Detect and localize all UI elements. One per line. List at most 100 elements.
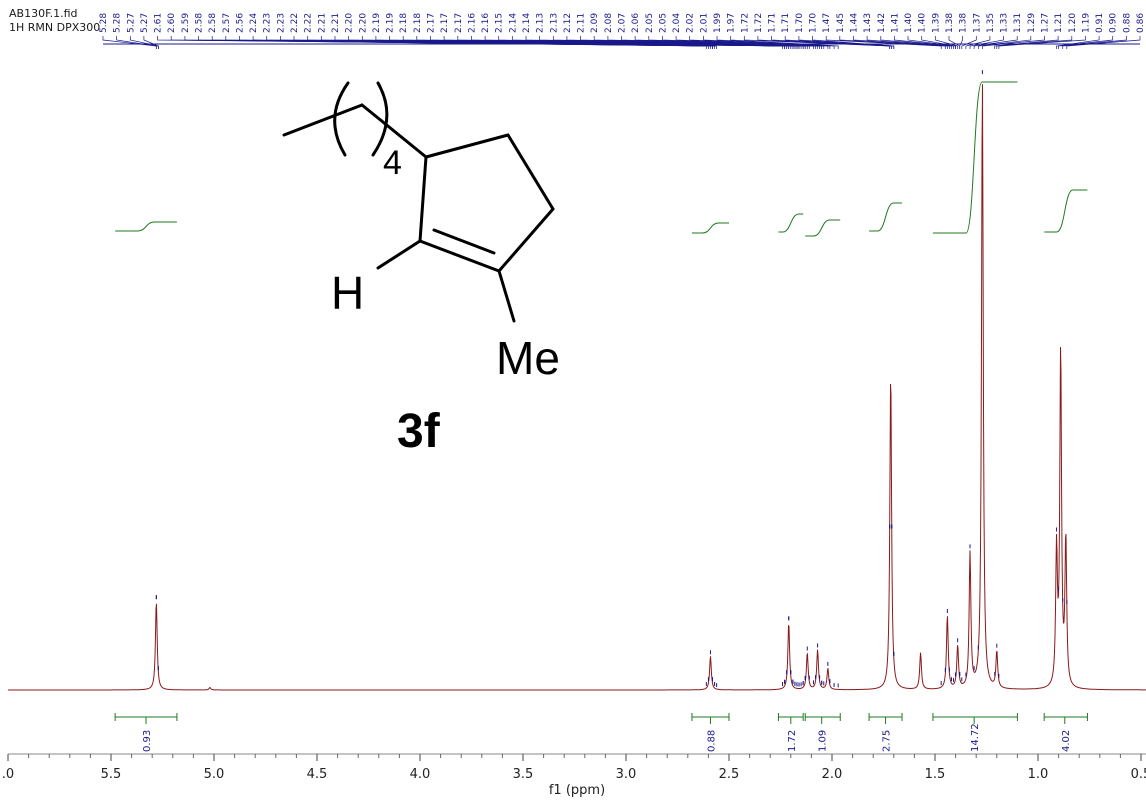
peak-tick-group [155, 70, 1068, 688]
peak-label: 1.37 [972, 13, 982, 33]
x-tick-group: .05.55.04.54.03.53.02.52.01.51.00.50 [2, 754, 1146, 782]
peak-label: 1.29 [1027, 13, 1037, 33]
peak-label: 2.18 [413, 13, 423, 33]
peak-label: 2.22 [304, 13, 314, 33]
peak-label: 0.91 [1095, 13, 1105, 33]
peak-leader-line [994, 36, 1059, 49]
peak-label: 2.21 [317, 13, 327, 33]
peak-leader-line [977, 36, 1032, 49]
peak-label: 2.56 [235, 13, 245, 33]
peak-label: 2.17 [454, 13, 464, 33]
x-tick-label: 5.0 [204, 767, 225, 782]
peak-label: 2.19 [372, 13, 382, 33]
ring-bond-c2-c3 [506, 133, 555, 211]
peak-label: 2.23 [263, 13, 273, 33]
x-tick-label: 2.0 [822, 767, 843, 782]
peak-label: 1.38 [959, 13, 969, 33]
peak-leader-line [689, 36, 829, 49]
peak-label: 1.71 [768, 13, 778, 33]
peak-leader-line [703, 36, 831, 49]
peak-leader-group [102, 36, 1141, 49]
peak-label: 2.16 [481, 13, 491, 33]
peak-label: 2.13 [549, 13, 559, 33]
peak-label: 2.04 [672, 13, 682, 33]
peak-leader-line [1062, 36, 1127, 49]
peak-label: 2.20 [358, 13, 368, 33]
integral-value: 14.72 [970, 723, 981, 752]
compound-label: 3f [397, 405, 441, 458]
integral-value: 4.02 [1061, 730, 1072, 752]
peak-label: 1.41 [890, 13, 900, 33]
peak-label: 2.05 [645, 13, 655, 33]
spectrum-line [8, 84, 1146, 691]
peak-label: 2.58 [195, 13, 205, 33]
peak-leader-line [973, 36, 1018, 49]
peak-label: 1.40 [918, 13, 928, 33]
integral-value: 0.88 [707, 730, 718, 752]
chain-paren-close [371, 81, 389, 157]
x-tick-label: 3.5 [513, 767, 534, 782]
peak-leader-line [116, 36, 157, 49]
peak-label: 1.72 [740, 13, 750, 33]
peak-leader-line [102, 36, 157, 49]
integral-curve [869, 202, 902, 232]
peak-label: 2.09 [590, 13, 600, 33]
integral-curve [805, 219, 841, 237]
peak-label: 1.42 [877, 13, 887, 33]
integral-value: 0.93 [142, 730, 153, 752]
peak-leader-line [675, 36, 825, 49]
peak-label: 1.31 [1013, 13, 1023, 33]
x-tick-label: 2.5 [719, 767, 740, 782]
peak-leader-line [948, 36, 961, 49]
peak-label: 2.12 [563, 13, 573, 33]
peak-leader-line [866, 36, 950, 49]
peak-label: 5.27 [126, 13, 136, 33]
x-tick-label: 1.0 [1028, 767, 1049, 782]
peak-leader-line [982, 36, 1045, 49]
x-tick-label: 4.5 [307, 767, 328, 782]
peak-leader-line [965, 36, 991, 49]
x-tick-label: 0.5 [1131, 767, 1146, 782]
peak-label: 1.99 [713, 13, 723, 33]
peak-label: 2.05 [658, 13, 668, 33]
bond-h [376, 239, 422, 270]
peak-leader-line [894, 36, 954, 49]
peak-label: 2.57 [222, 13, 232, 33]
peak-label: 2.02 [686, 13, 696, 33]
peak-label: 1.27 [1041, 13, 1051, 33]
molecule-structure [282, 81, 555, 323]
x-tick-label: 3.0 [616, 767, 637, 782]
peak-label: 2.14 [522, 13, 532, 33]
peak-leader-line [1056, 36, 1100, 49]
peak-leader-line [812, 36, 895, 49]
peak-label: 2.19 [386, 13, 396, 33]
peak-label: 1.44 [850, 13, 860, 33]
peak-leader-line [969, 36, 1004, 49]
ring-bond-c1-c2 [424, 133, 510, 159]
peak-label: 1.21 [1054, 13, 1064, 33]
peak-leader-line [961, 36, 977, 49]
ring-bond-c4-c5 [418, 239, 501, 273]
ring-bond-c3-c4 [497, 207, 555, 273]
spectrum-instrument: 1H RMN DPX300 [9, 21, 101, 34]
ring-bond-c5-c1 [418, 155, 428, 243]
peak-label: 1.38 [945, 13, 955, 33]
peak-label: 1.97 [727, 13, 737, 33]
peak-label: 2.17 [440, 13, 450, 33]
integral-curve-group [115, 81, 1088, 237]
peak-label: 1.45 [836, 13, 846, 33]
x-axis-label: f1 (ppm) [549, 783, 605, 798]
x-tick-label: 5.5 [101, 767, 122, 782]
peak-label: 2.18 [399, 13, 409, 33]
peak-label: 2.58 [208, 13, 218, 33]
peak-label: 2.08 [604, 13, 614, 33]
x-tick-label: .0 [2, 767, 14, 782]
integral-value: 1.09 [818, 730, 829, 752]
peak-label: 2.21 [331, 13, 341, 33]
peak-leader-line [921, 36, 956, 49]
integral-value: 2.75 [882, 730, 893, 752]
peak-leader-line [1066, 36, 1141, 49]
